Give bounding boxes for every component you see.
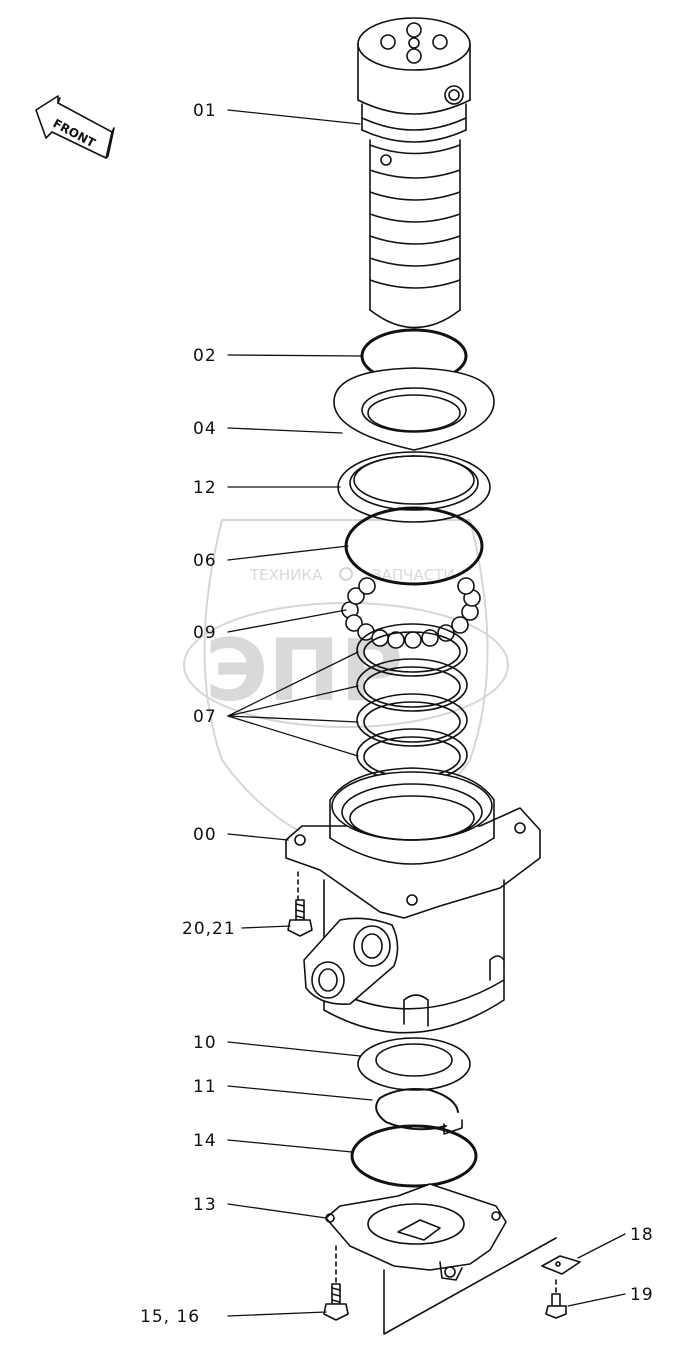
leader-lines: [227, 109, 626, 1317]
front-arrow: FRONT: [35, 95, 115, 159]
part-12-seal: [337, 451, 491, 523]
part-18-lock-plate: [383, 1237, 581, 1335]
callout-11: 11: [193, 1077, 217, 1097]
callout-labels: 01 02 04 12 06 09 07 00 20,21 10 11 14 1…: [140, 101, 654, 1327]
part-15-16-bolt: [323, 1245, 349, 1321]
part-20-21-bolt: [287, 871, 313, 937]
watermark-text-right: ЗАПЧАСТИ: [372, 566, 455, 584]
callout-14: 14: [193, 1131, 217, 1151]
part-01-rotor-shaft: [357, 17, 471, 329]
part-13-cover: [325, 1183, 507, 1281]
callout-19: 19: [630, 1285, 654, 1305]
callout-20-21: 20,21: [182, 919, 236, 939]
callout-10: 10: [193, 1033, 217, 1053]
callout-18: 18: [630, 1225, 654, 1245]
part-10-spacer-ring: [357, 1037, 471, 1091]
callout-04: 04: [193, 419, 217, 439]
callout-15-16: 15, 16: [140, 1307, 200, 1327]
callout-02: 02: [193, 346, 217, 366]
part-04-retainer: [333, 367, 495, 451]
callout-09: 09: [193, 623, 217, 643]
watermark-text-left: ТЕХНИКА: [249, 566, 323, 584]
part-14-o-ring: [350, 1124, 478, 1188]
part-00-housing: [285, 767, 541, 1034]
part-19-bolt: [545, 1279, 567, 1319]
callout-00: 00: [193, 825, 217, 845]
callout-06: 06: [193, 551, 217, 571]
callout-13: 13: [193, 1195, 217, 1215]
callout-07: 07: [193, 707, 217, 727]
callout-01: 01: [193, 101, 217, 121]
callout-12: 12: [193, 478, 217, 498]
